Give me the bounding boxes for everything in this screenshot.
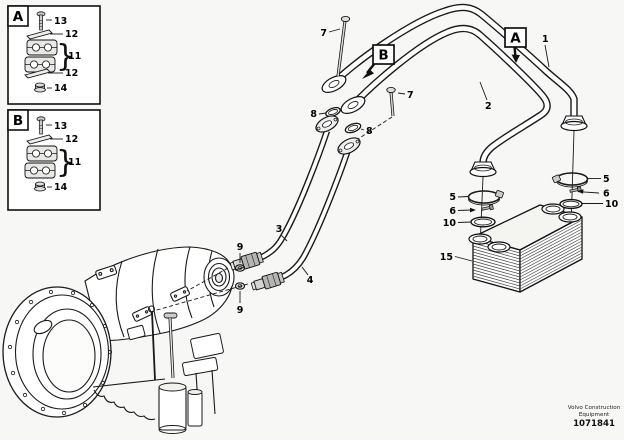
callout-a-letter: A [510,31,521,47]
label-part-8-upper: 8 [310,109,317,120]
callout-b-letter: B [378,48,388,64]
hose-3 [229,129,331,271]
o-ring-9-lower [234,282,246,290]
inset-a-title: A [13,9,24,25]
label-part-6-right: 6 [603,189,610,200]
label-part-2: 2 [485,101,492,112]
hose-4 [250,145,353,291]
label-part-12: 12 [65,29,78,40]
transmission-drawing [2,246,235,434]
label-part-7-top: 7 [320,28,327,39]
oil-cooler-drawing [468,203,583,293]
plate-stack-hatching [472,219,583,290]
cooler-ports [468,203,582,253]
label-part-9-bottom: 9 [237,305,244,316]
label-part-8-lower: 8 [366,126,373,137]
label-part-10-left: 10 [443,218,457,229]
label-part-5-left: 5 [449,192,456,203]
leader-arrowhead [577,189,584,194]
inset-detail-a: A 13 12 } 11 12 [7,5,101,105]
label-part-12: 12 [65,134,78,145]
label-part-6-left: 6 [449,206,456,217]
label-part-13: 13 [54,16,67,27]
screw-icon [36,11,46,31]
nut-icon [34,181,46,192]
hose-port-pad [132,306,152,322]
clamp-halves-icon [24,145,58,179]
clamp-plate-icon [26,134,53,145]
pipe-2 [350,24,551,164]
inset-a-title-box [7,5,29,27]
label-part-7-mid: 7 [407,90,414,101]
label-part-11: 11 [68,157,81,168]
brace-glyph: } [56,145,75,180]
clamp-5-left [467,190,504,206]
bracket [95,265,118,280]
figure-number: 1071841 [573,419,615,429]
callout-box-b: B [362,44,395,79]
label-part-10-right: 10 [605,199,619,210]
flange-screw-top [336,15,351,77]
clamp-plate-icon [26,29,53,40]
screw-6-left [481,204,494,211]
label-part-4: 4 [307,275,314,286]
pipe-2-bell-flange [469,161,497,178]
pipe-2-flange [340,96,366,114]
screw-icon [36,116,46,135]
axis-line-right [571,130,575,213]
label-part-15: 15 [440,252,453,263]
o-ring-9-upper [234,264,246,272]
brace-glyph: } [56,39,75,74]
inset-detail-b: B 13 12 } 11 [7,109,101,211]
label-part-9-top: 9 [237,242,244,253]
nut-icon [34,82,46,93]
hose-3-flange [315,115,339,133]
pipe-1-bell-flange [560,115,588,132]
brand-line-1: Volvo Construction [568,405,621,411]
figure-caption: Volvo Construction Equipment 1071841 [568,405,621,429]
clamp-plate-icon [24,68,51,79]
hose-fitting [229,251,264,271]
label-part-12b: 12 [65,68,78,79]
flange-screw-mid [386,86,396,117]
label-part-11: 11 [68,51,81,62]
clamp-halves-icon [24,39,58,73]
pipe-1 [331,3,578,118]
label-part-1: 1 [542,34,549,45]
pipe-1-flange [321,75,347,93]
label-part-5-right: 5 [603,174,610,185]
leader-arrowhead [470,207,476,213]
label-part-13: 13 [54,121,67,132]
o-ring-10-right [559,198,583,210]
leader-lines [239,28,603,303]
hose-4-flange [337,137,361,155]
hose-fitting [250,271,285,291]
assembly-dashed-lines [149,116,393,313]
o-ring-8-lower [344,122,362,134]
label-part-14: 14 [54,182,68,193]
label-part-14: 14 [54,83,68,94]
label-part-3: 3 [276,224,283,235]
inset-b-title: B [13,113,23,129]
callout-box-a: A [504,27,527,63]
o-ring-10-left [470,216,496,228]
flange-bolt-holes [7,289,113,416]
screw-6-right [569,186,582,193]
clamp-5-right [551,172,589,188]
inset-b-title-box [7,109,29,131]
brand-line-2: Equipment [579,412,610,418]
